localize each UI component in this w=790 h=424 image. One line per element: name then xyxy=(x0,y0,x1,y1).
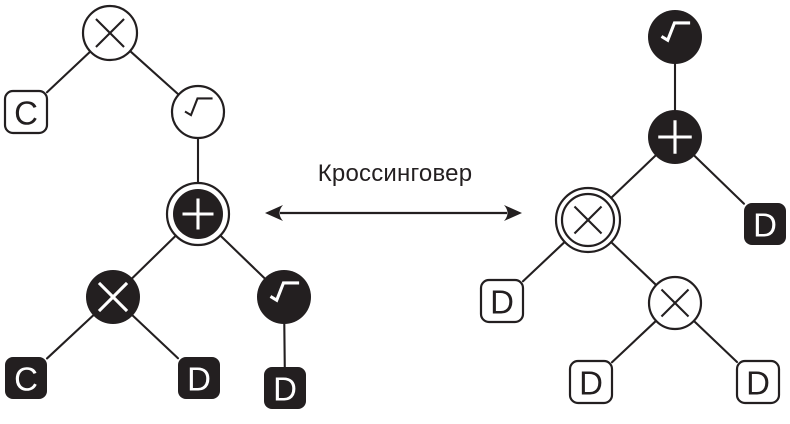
tree-edge xyxy=(219,234,266,280)
tree-node-terminal-D[interactable]: D xyxy=(735,359,781,405)
svg-text:C: C xyxy=(14,361,38,398)
tree-node-multiply[interactable] xyxy=(86,270,140,324)
tree-node-multiply[interactable] xyxy=(554,186,622,254)
tree-edge xyxy=(693,154,746,205)
crossover-arrow xyxy=(265,205,522,221)
tree-node-square-root[interactable] xyxy=(170,84,226,140)
tree-node-plus[interactable] xyxy=(648,110,702,164)
nodes-layer: C C D D D D D D xyxy=(3,4,786,409)
tree-node-terminal-D[interactable]: D xyxy=(479,278,525,324)
crossover-caption: Кроссинговер xyxy=(317,160,473,187)
tree-node-terminal-D[interactable]: D xyxy=(744,203,786,245)
tree-node-terminal-D[interactable]: D xyxy=(568,359,614,405)
svg-text:D: D xyxy=(579,365,603,402)
tree-node-plus[interactable] xyxy=(165,181,231,247)
svg-text:C: C xyxy=(14,95,38,132)
svg-text:D: D xyxy=(746,365,770,402)
svg-text:D: D xyxy=(753,207,777,244)
tree-edge xyxy=(131,314,180,360)
svg-text:D: D xyxy=(490,284,514,321)
svg-text:D: D xyxy=(187,361,211,398)
tree-edge xyxy=(45,50,92,94)
tree-node-multiply[interactable] xyxy=(647,275,703,331)
tree-node-multiply[interactable] xyxy=(81,4,139,62)
tree-edge xyxy=(692,319,739,364)
tree-edge xyxy=(610,241,658,287)
edges-layer xyxy=(45,49,746,369)
tree-node-terminal-C[interactable]: C xyxy=(3,89,49,135)
tree-node-terminal-D[interactable]: D xyxy=(178,357,220,399)
tree-edge xyxy=(610,154,657,199)
tree-edge xyxy=(521,240,566,283)
svg-text:D: D xyxy=(273,371,297,408)
arrow-head-left xyxy=(265,205,283,221)
tree-edge xyxy=(610,319,658,364)
tree-node-terminal-C[interactable]: C xyxy=(5,357,47,399)
tree-edge xyxy=(131,234,177,280)
tree-node-square-root[interactable] xyxy=(648,10,702,64)
tree-node-square-root[interactable] xyxy=(257,270,311,324)
tree-node-terminal-D[interactable]: D xyxy=(264,367,306,409)
tree-edge xyxy=(129,49,180,96)
arrow-head-right xyxy=(504,205,522,221)
tree-edge xyxy=(45,314,95,360)
